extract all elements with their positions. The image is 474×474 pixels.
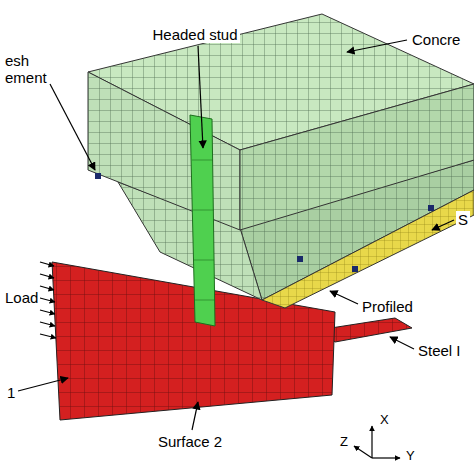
part-label: esh ement [3,52,49,86]
mesh-reinforcement [95,173,434,272]
profiled-deck [262,190,474,308]
axis-label: X [378,412,391,427]
part-label: Steel I [416,342,463,359]
axis-label: Z [338,434,350,449]
load-arrows [40,262,56,338]
axis-label: Y [404,448,417,463]
part-label: Headed stud [150,26,239,43]
part-label: Surface 2 [156,433,224,450]
callout-number: 1 [5,384,17,401]
axis-triad [354,426,400,458]
leader-lines [18,40,454,430]
part-label: S [456,211,470,228]
part-label: Concre [410,31,462,48]
part-label: Profiled [360,298,415,315]
concrete-slab [88,14,474,300]
load-label: Load [3,289,40,306]
